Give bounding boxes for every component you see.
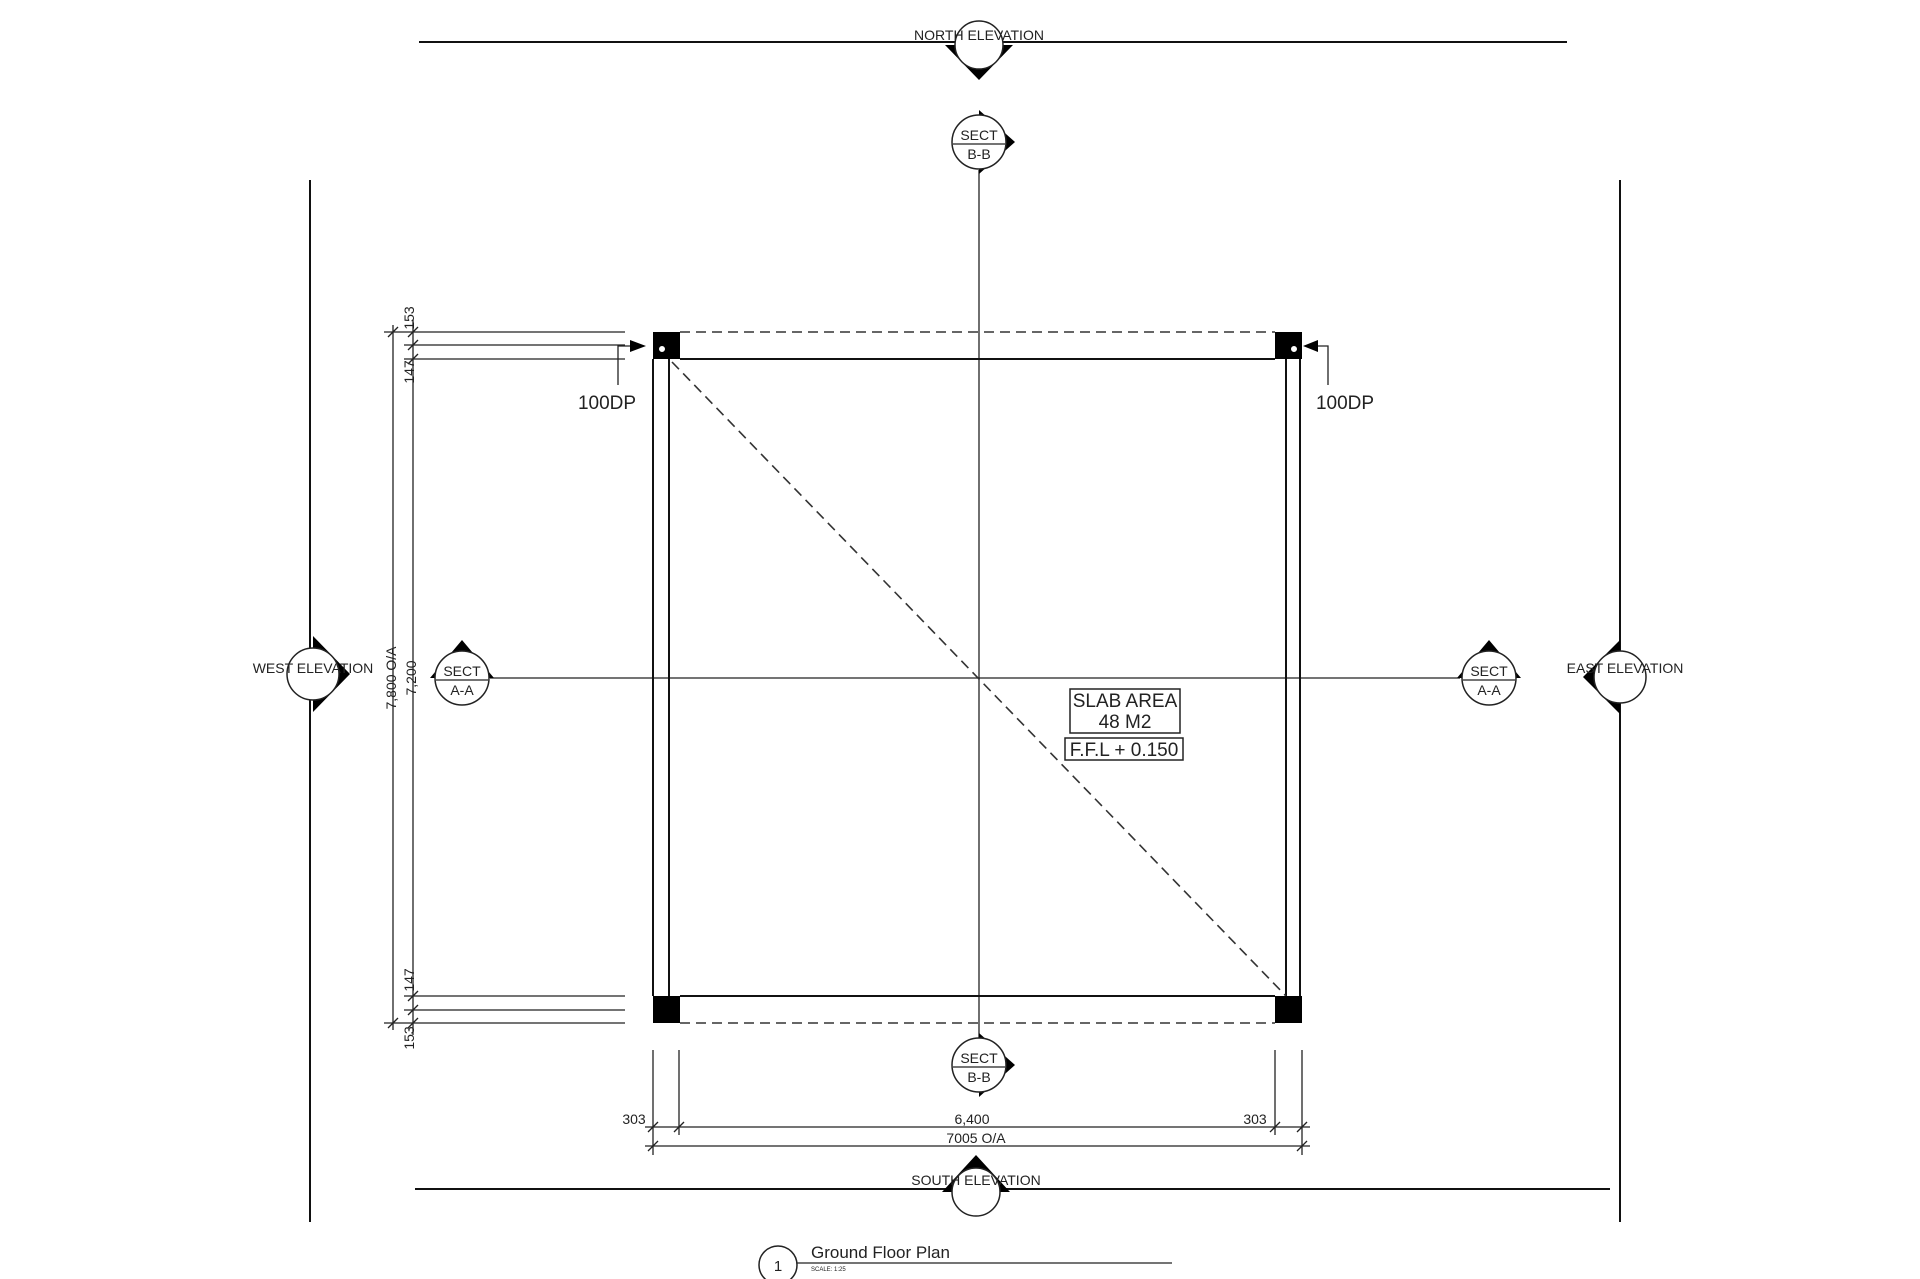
north-elevation-marker: NORTH ELEVATION [914, 20, 1044, 80]
drawing-name: Ground Floor Plan [811, 1243, 950, 1262]
section-label: SECT [960, 127, 998, 143]
ffl-value: F.F.L + 0.150 [1070, 740, 1179, 761]
drawing-title: 1 Ground Floor Plan SCALE: 1:25 [758, 1243, 1172, 1279]
section-id: A-A [1477, 682, 1501, 698]
section-id: A-A [450, 682, 474, 698]
section-label: SECT [443, 663, 481, 679]
horizontal-dimensions: 303 6,400 303 7005 O/A [622, 1050, 1310, 1155]
slab-area-value: 48 M2 [1099, 712, 1152, 733]
downpipe-right-callout: 100DP [1303, 340, 1374, 414]
post-bottom-left [653, 996, 680, 1023]
downpipe-icon [658, 345, 666, 353]
section-label: SECT [1470, 663, 1508, 679]
post-bottom-right [1275, 996, 1302, 1023]
slab-area-tag: SLAB AREA 48 M2 [1069, 688, 1181, 734]
section-bb-top-marker: SECT B-B [951, 110, 1015, 174]
arrow-icon [1303, 340, 1318, 352]
drawing-number: 1 [774, 1258, 782, 1275]
west-elevation-marker: WEST ELEVATION [253, 636, 374, 712]
dim-147-top: 147 [401, 360, 417, 384]
west-elevation-label: WEST ELEVATION [253, 660, 374, 676]
section-id: B-B [967, 146, 990, 162]
section-id: B-B [967, 1069, 990, 1085]
dim-147-bottom: 147 [401, 968, 417, 992]
dim-internal-vertical: 7,200 [403, 660, 419, 695]
downpipe-left-callout: 100DP [578, 340, 646, 414]
south-elevation-label: SOUTH ELEVATION [911, 1172, 1040, 1188]
dim-303-left: 303 [622, 1111, 646, 1127]
post-top-left [653, 332, 680, 359]
downpipe-label: 100DP [578, 393, 636, 414]
slab-outline [652, 331, 1302, 1024]
east-elevation-marker: EAST ELEVATION [1567, 640, 1684, 714]
diagonal-line [671, 361, 1287, 997]
north-elevation-label: NORTH ELEVATION [914, 27, 1044, 43]
south-elevation-marker: SOUTH ELEVATION [911, 1155, 1041, 1217]
dim-153-bottom: 153 [401, 1026, 417, 1050]
drawing-scale: SCALE: 1:25 [811, 1267, 846, 1273]
east-elevation-label: EAST ELEVATION [1567, 660, 1684, 676]
dim-303-right: 303 [1243, 1111, 1267, 1127]
ffl-tag: F.F.L + 0.150 [1064, 737, 1184, 761]
section-aa-left-marker: SECT A-A [430, 640, 494, 706]
dim-153-top: 153 [401, 306, 417, 330]
slab-area-title: SLAB AREA [1073, 691, 1178, 712]
vertical-dimensions: 153 147 147 153 7,800 O/A 7,200 [383, 306, 625, 1050]
dim-overall-vertical: 7,800 O/A [383, 646, 399, 710]
section-aa-right-marker: SECT A-A [1457, 640, 1521, 706]
section-bb-bottom-marker: SECT B-B [951, 1033, 1015, 1097]
post-top-right [1275, 332, 1302, 359]
arrow-icon [630, 340, 646, 352]
downpipe-icon [1290, 345, 1298, 353]
dim-overall-horizontal: 7005 O/A [946, 1130, 1006, 1146]
dim-6400: 6,400 [954, 1111, 989, 1127]
downpipe-label: 100DP [1316, 393, 1374, 414]
section-label: SECT [960, 1050, 998, 1066]
